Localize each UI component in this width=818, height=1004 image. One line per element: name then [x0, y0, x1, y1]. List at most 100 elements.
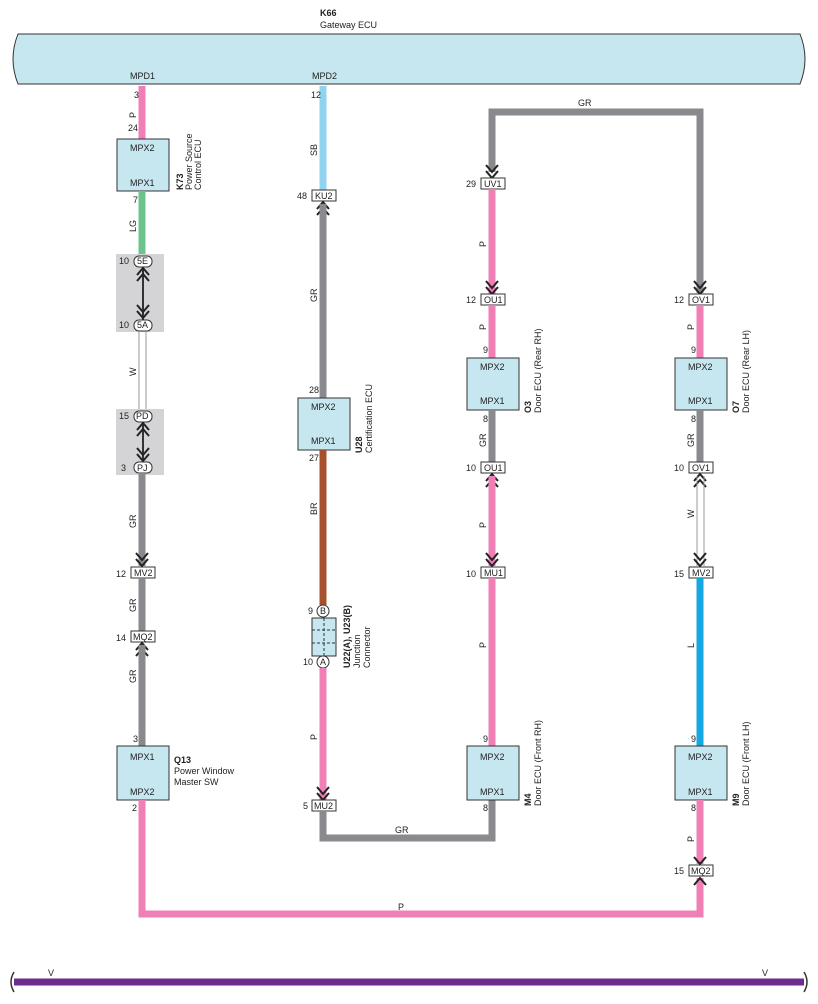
wire-label-p: P: [128, 112, 138, 118]
ecu-q13-bottom: MPX2: [130, 787, 155, 797]
junction-pin-b: [316, 604, 330, 618]
ecu-o3-top: MPX2: [480, 362, 505, 372]
ecu-u28-code: U28: [354, 436, 364, 453]
connector-ou1-label: OU1: [484, 463, 503, 473]
pin-label: 3: [133, 734, 138, 744]
connector-ou1-label: OU1: [484, 295, 503, 305]
ecu-k73: [116, 138, 170, 192]
ecu-k73-name2: Control ECU: [193, 139, 203, 190]
connector-mv2-label: MV2: [134, 568, 153, 578]
connector-ku2-label: KU2: [315, 191, 333, 201]
ecu-o7-top: MPX2: [688, 362, 713, 372]
wire-label-gr: GR: [395, 825, 409, 835]
ecu-u28-top: MPX2: [311, 402, 336, 412]
wire-p-bottom: [138, 800, 704, 918]
ecu-o3-code: O3: [523, 401, 533, 413]
connector-mu2-label: MU2: [314, 801, 333, 811]
junction-code: U22(A), U23(B): [342, 605, 352, 668]
pin-label: 9: [483, 734, 488, 744]
pin-label: 15: [674, 569, 684, 579]
pin-label: 48: [297, 191, 307, 201]
wire-label-v-left: V: [48, 968, 54, 978]
ecu-k73-code: K73: [175, 173, 185, 190]
wire-label-p: P: [398, 902, 404, 912]
pin-label: 24: [128, 123, 138, 133]
pin-label: 12: [466, 295, 476, 305]
connector-arrow-icon: [135, 552, 149, 568]
junction-name2: Connector: [362, 626, 372, 668]
ecu-u28-bottom: MPX1: [311, 436, 336, 446]
wire-label-gr: GR: [128, 669, 138, 683]
gateway-name: Gateway ECU: [320, 20, 377, 30]
wire-label-gr: GR: [686, 433, 696, 447]
wire-label-p: P: [686, 836, 696, 842]
wire-label-p: P: [478, 642, 488, 648]
ecu-o7: [674, 357, 728, 411]
pin-label: 28: [309, 385, 319, 395]
wire-label-gr: GR: [128, 514, 138, 528]
ecu-o7-name1: Door ECU (Rear LH): [741, 330, 751, 413]
ecu-o3-bottom: MPX1: [480, 396, 505, 406]
connector-ov1-label: OV1: [692, 295, 710, 305]
ecu-m4-name1: Door ECU (Front RH): [533, 720, 543, 806]
wire-label-p: P: [478, 522, 488, 528]
pin-label: 10: [119, 256, 129, 266]
wire-label-gr: GR: [309, 288, 319, 302]
connector-5a: [133, 319, 153, 332]
pin-label: 9: [691, 345, 696, 355]
junction-pin-a-label: A: [320, 657, 326, 667]
wire-label-v-right: V: [762, 968, 768, 978]
pin-label: 15: [119, 411, 129, 421]
wire-gr-bottom: [319, 800, 496, 842]
pin-label: 9: [308, 606, 313, 616]
connector-5a-label: 5A: [137, 320, 148, 330]
connector-arrow-icon: [485, 552, 499, 568]
pin-label: 12: [674, 295, 684, 305]
pin-label: 8: [691, 803, 696, 813]
ecu-m4: [466, 745, 520, 801]
pin-label: 9: [691, 734, 696, 744]
wire-label-w: W: [128, 367, 138, 376]
ecu-k73-top: MPX2: [130, 143, 155, 153]
connector-arrow-icon: [693, 856, 707, 866]
pin-label: 10: [303, 657, 313, 667]
pin-label: 10: [119, 320, 129, 330]
connector-ov1-label: OV1: [692, 463, 710, 473]
connector-mq2-col4: [688, 864, 714, 877]
wire-label-p: P: [478, 241, 488, 247]
pin-label: 14: [116, 633, 126, 643]
ecu-k73-bottom: MPX1: [130, 178, 155, 188]
connector-pj-label: PJ: [137, 463, 148, 473]
wire-label-w: W: [686, 509, 696, 518]
gateway-code: K66: [320, 8, 337, 18]
ecu-q13: [116, 745, 170, 801]
pin-label: 8: [483, 414, 488, 424]
wire-gr-top-loop: [488, 108, 704, 293]
connector-uv1-label: UV1: [484, 179, 502, 189]
wire-label-l: L: [686, 643, 696, 648]
wire-label-br: BR: [309, 502, 319, 515]
pin-label: 10: [674, 463, 684, 473]
wire-label-gr: GR: [578, 98, 592, 108]
connector-mv2-label: MV2: [692, 568, 711, 578]
pin-label: 8: [691, 414, 696, 424]
connector-ou1-lower: [480, 461, 506, 474]
connector-arrow-icon: [136, 421, 150, 437]
gateway-bus: [12, 33, 806, 85]
connector-arrow-icon: [136, 447, 150, 463]
ecu-q13-top: MPX1: [130, 752, 155, 762]
connector-5e-label: 5E: [137, 256, 148, 266]
connector-ov1-lower: [688, 461, 714, 474]
ecu-m9-bottom: MPX1: [688, 787, 713, 797]
pin-label: 2: [132, 803, 137, 813]
ecu-m9: [674, 745, 728, 801]
ecu-m9-code: M9: [731, 793, 741, 806]
connector-mu1-label: MU1: [484, 568, 503, 578]
wire-label-p: P: [309, 734, 319, 740]
wire-label-sb: SB: [309, 144, 319, 156]
pin-label: 7: [133, 195, 138, 205]
connector-ku2: [311, 189, 337, 202]
ecu-o3: [466, 357, 520, 411]
wire-label-p: P: [478, 324, 488, 330]
